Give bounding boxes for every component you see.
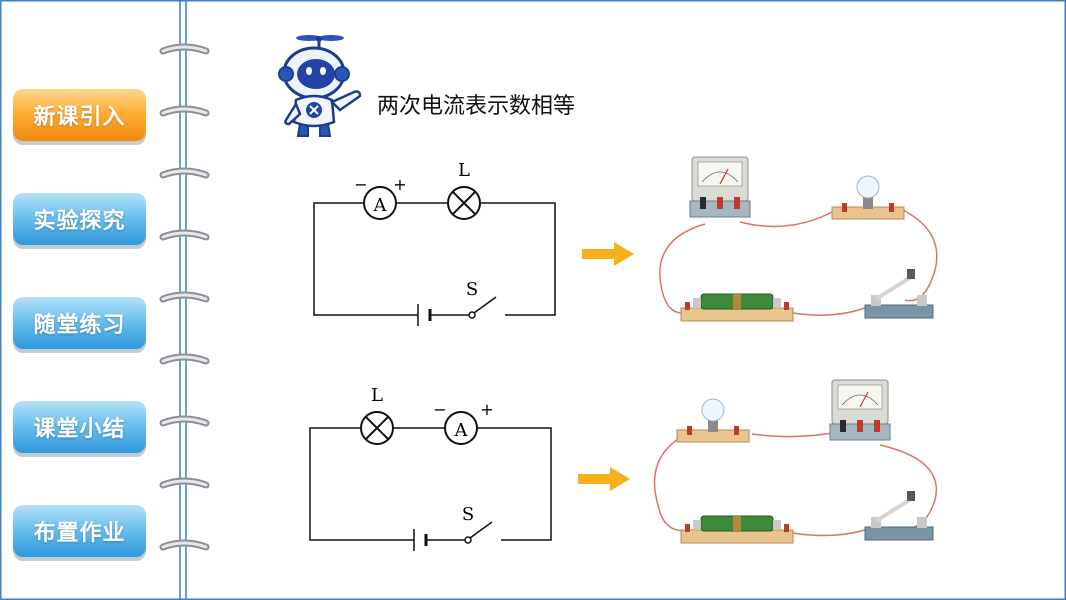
lamp-label-2: L xyxy=(371,385,383,406)
apparatus-photo-1 xyxy=(659,156,938,322)
ammeter-label-1: A xyxy=(373,195,388,216)
switch-photo-2 xyxy=(863,489,935,542)
switch-photo-1 xyxy=(863,267,935,320)
bulb-photo-1 xyxy=(831,175,905,220)
switch-label-1: S xyxy=(466,279,478,300)
lamp-symbol-2 xyxy=(360,411,394,445)
nav-item-homework[interactable]: 布置作业 xyxy=(13,505,146,557)
ammeter-photo-2 xyxy=(829,379,891,441)
lamp-label-1: L xyxy=(458,160,470,181)
ring-binder xyxy=(159,43,210,551)
apparatus-photo-2 xyxy=(653,379,937,544)
ammeter-plus-2: + xyxy=(480,400,493,419)
arrow-icon-1 xyxy=(582,242,634,266)
robot-mascot-icon xyxy=(278,35,362,137)
ammeter-minus-1: − xyxy=(354,175,367,194)
ammeter-plus-1: + xyxy=(393,175,406,194)
caption: 两次电流表示数相等 xyxy=(377,94,576,119)
arrow-icon-2 xyxy=(578,467,630,491)
battery-photo-2 xyxy=(680,515,794,544)
ammeter-photo-1 xyxy=(689,156,751,218)
nav-item-experiment[interactable]: 实验探究 xyxy=(13,193,146,245)
switch-label-2: S xyxy=(462,504,474,525)
battery-photo-1 xyxy=(680,293,794,322)
lamp-symbol-1 xyxy=(447,186,481,220)
ammeter-minus-2: − xyxy=(433,400,446,419)
circuit-diagram-2 xyxy=(309,411,552,551)
nav-item-practice[interactable]: 随堂练习 xyxy=(13,297,146,349)
nav-item-summary[interactable]: 课堂小结 xyxy=(13,401,146,453)
bulb-photo-2 xyxy=(676,398,750,443)
circuit-diagram-1 xyxy=(313,186,556,326)
nav-item-new-lesson[interactable]: 新课引入 xyxy=(13,89,146,141)
ammeter-label-2: A xyxy=(454,420,469,441)
